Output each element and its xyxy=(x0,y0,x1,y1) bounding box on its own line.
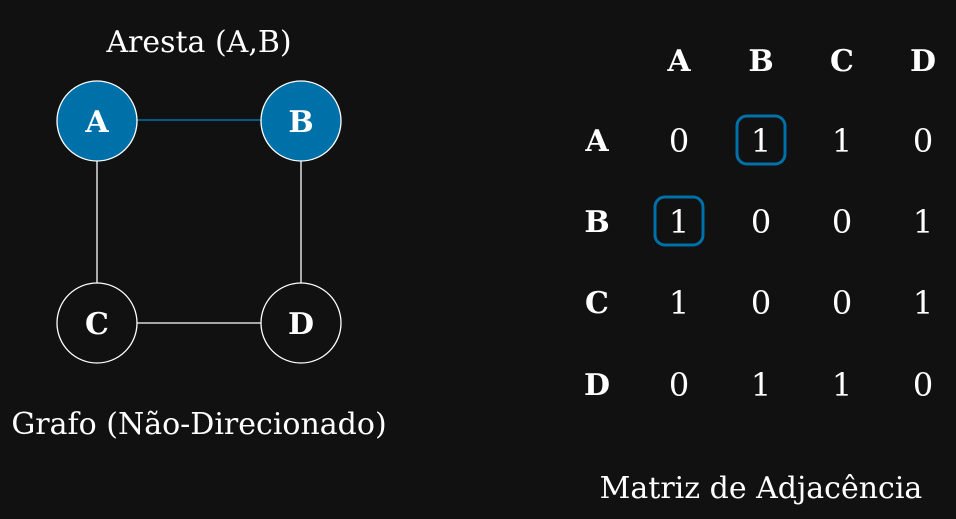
graph-caption: Grafo (Não-Direcionado) xyxy=(11,407,386,442)
highlight-box xyxy=(735,114,787,166)
edge-caption: Aresta (A,B) xyxy=(105,25,291,60)
column-header: C xyxy=(830,44,854,79)
matrix-cell: 0 xyxy=(751,203,771,241)
node-label: C xyxy=(85,307,109,342)
matrix-cell: 0 xyxy=(913,122,933,160)
matrix-cell: 1 xyxy=(832,366,852,404)
matrix-cell: 0 xyxy=(913,366,933,404)
column-header: D xyxy=(910,44,936,79)
column-header: A xyxy=(666,44,691,79)
matrix-cell: 1 xyxy=(832,122,852,160)
matrix-cell: 0 xyxy=(669,366,689,404)
matrix-cell: 0 xyxy=(669,122,689,160)
matrix-cell: 1 xyxy=(913,203,933,241)
row-header: A xyxy=(584,124,609,159)
matrix-cell: 0 xyxy=(832,284,852,322)
row-header: B xyxy=(584,205,609,240)
matrix-cell: 1 xyxy=(751,122,771,160)
highlight-box xyxy=(653,195,705,247)
matrix-caption: Matriz de Adjacência xyxy=(600,471,923,506)
node-label: D xyxy=(288,307,314,342)
node-label: A xyxy=(84,105,109,140)
row-header: C xyxy=(585,286,609,321)
matrix-cell: 0 xyxy=(832,203,852,241)
adjacency-matrix: A B C D A B C D 0 1 1 0 1 0 0 1 1 0 0 1 0 1 1 0 xyxy=(584,44,936,404)
column-header: B xyxy=(748,44,773,79)
matrix-cell: 1 xyxy=(669,284,689,322)
node-b: B xyxy=(260,80,342,162)
matrix-cell: 1 xyxy=(751,366,771,404)
node-d: D xyxy=(260,282,342,364)
matrix-cell: 1 xyxy=(913,284,933,322)
matrix-cell: 1 xyxy=(669,203,689,241)
node-label: B xyxy=(288,105,313,140)
matrix-cell: 0 xyxy=(751,284,771,322)
row-header: D xyxy=(584,368,610,403)
node-a: A xyxy=(56,80,138,162)
node-c: C xyxy=(56,282,138,364)
